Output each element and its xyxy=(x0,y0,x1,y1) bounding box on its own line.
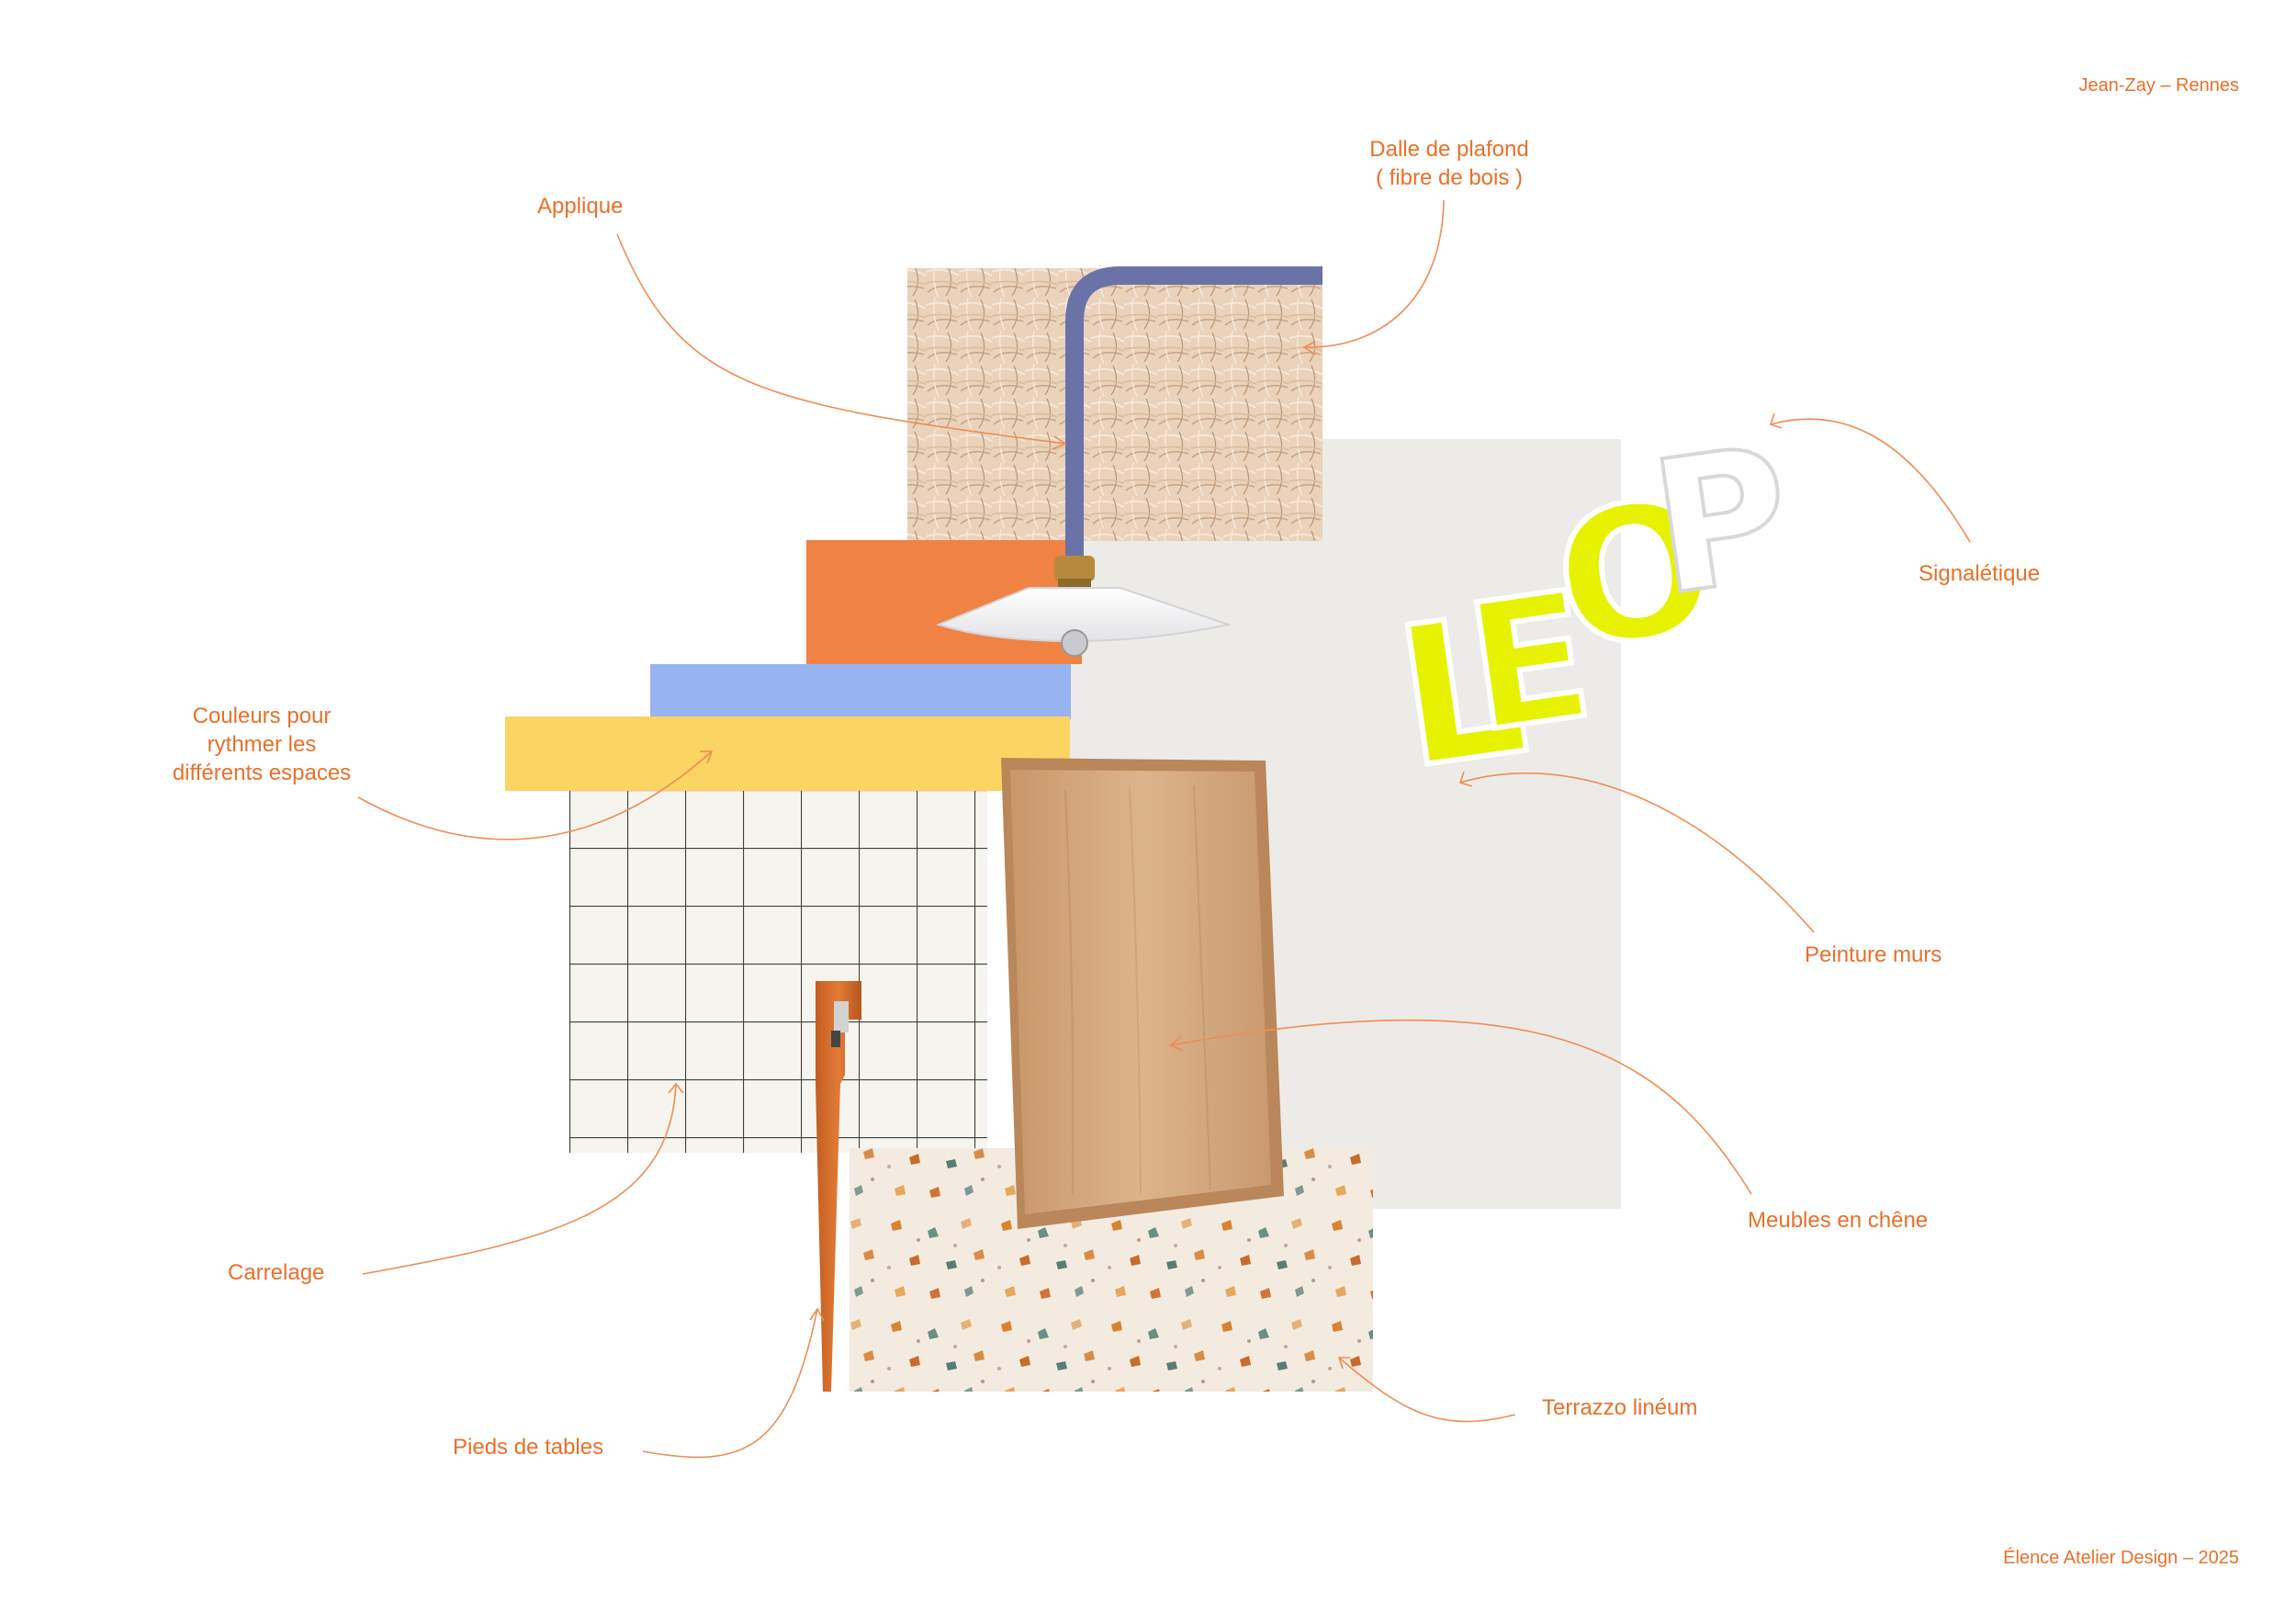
connector-couleurs xyxy=(357,750,713,840)
label-meubles-en-chene: Meubles en chêne xyxy=(1748,1208,1929,1233)
connector-terrazzo xyxy=(1338,1357,1516,1423)
connector-meubles xyxy=(1170,1019,1752,1195)
label-couleurs-line3: différents espaces xyxy=(172,761,352,785)
blue-color-swatch xyxy=(650,664,1071,719)
annotation-arrowheads xyxy=(668,341,1783,1370)
label-couleurs-line2: rythmer les xyxy=(207,732,317,757)
signage-letter-p: P xyxy=(1640,407,1804,637)
signage-letters: L E O P xyxy=(1382,405,1806,815)
label-pieds-de-tables: Pieds de tables xyxy=(453,1435,604,1460)
connector-applique xyxy=(616,233,1066,445)
wall-lamp-image xyxy=(936,266,1322,657)
ceiling-tile-swatch xyxy=(907,268,1322,541)
label-signaletique: Signalétique xyxy=(1919,561,2041,586)
connector-signaletique xyxy=(1770,418,1971,543)
yellow-color-swatch xyxy=(505,716,1070,791)
oak-panel-image xyxy=(1001,758,1284,1229)
annotation-connectors xyxy=(357,199,1971,1459)
project-title: Jean-Zay – Rennes xyxy=(2078,75,2239,96)
label-couleurs-line1: Couleurs pour xyxy=(192,704,332,728)
connector-peinture xyxy=(1459,773,1815,933)
connector-dalle xyxy=(1303,199,1445,348)
label-peinture-murs: Peinture murs xyxy=(1805,942,1942,967)
connector-carrelage xyxy=(362,1083,677,1275)
tile-swatch xyxy=(569,791,987,1153)
connector-pieds xyxy=(642,1308,818,1459)
label-applique: Applique xyxy=(537,194,624,219)
table-leg-image xyxy=(816,981,861,1392)
label-dalle-de-plafond: Dalle de plafond ( fibre de bois ) xyxy=(1348,135,1550,192)
label-dalle-line1: Dalle de plafond xyxy=(1369,137,1529,162)
label-couleurs: Couleurs pour rythmer les différents esp… xyxy=(152,702,372,787)
footer-credit: Élence Atelier Design – 2025 xyxy=(2003,1548,2239,1568)
label-carrelage: Carrelage xyxy=(228,1260,325,1285)
label-dalle-line2: ( fibre de bois ) xyxy=(1375,165,1524,190)
signage-letter-o: O xyxy=(1544,458,1728,692)
label-terrazzo-lineum: Terrazzo linéum xyxy=(1542,1395,1698,1420)
